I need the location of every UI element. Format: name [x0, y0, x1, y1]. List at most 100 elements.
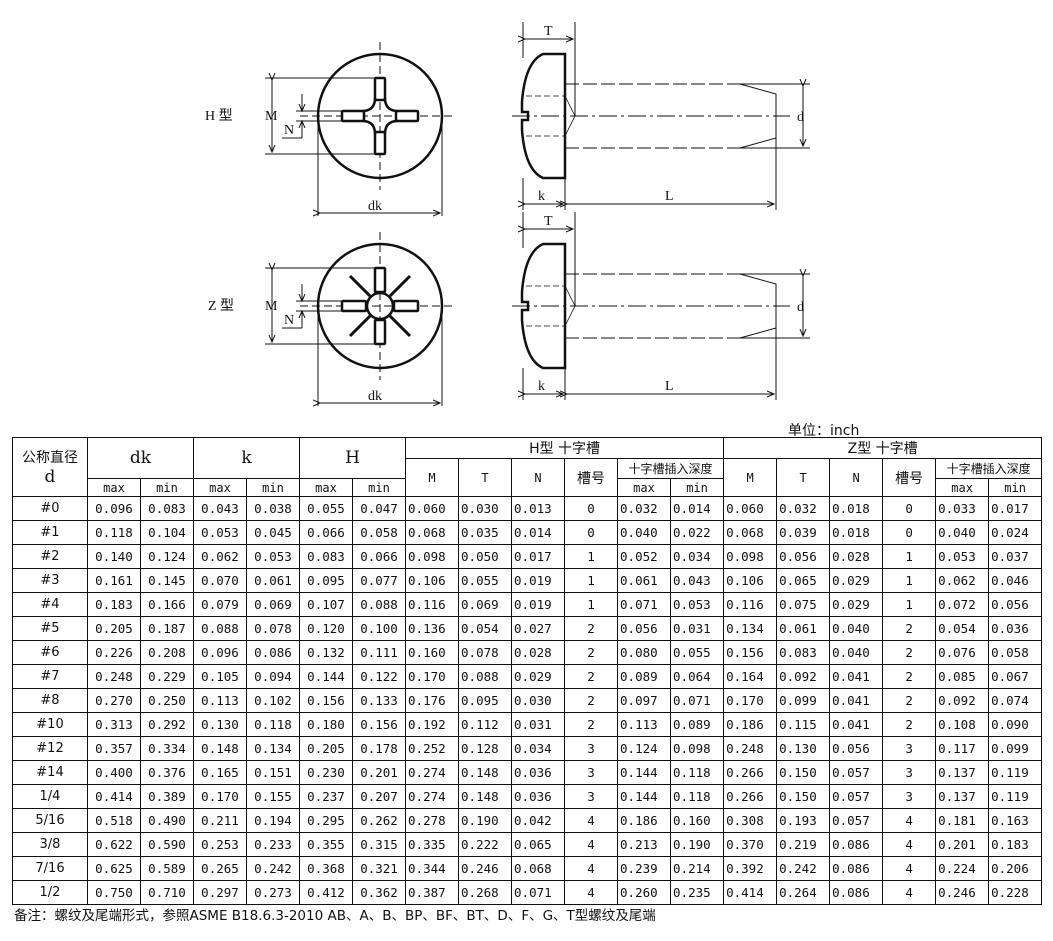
- table-cell: 0.062: [193, 544, 247, 569]
- table-cell: 0.086: [246, 640, 300, 665]
- header-h-depth: 十字槽插入深度: [617, 458, 725, 479]
- table-cell: 0.148: [193, 736, 247, 761]
- table-cell: 0.069: [246, 592, 300, 617]
- table-cell: 0.086: [829, 832, 884, 857]
- table-cell: 0.292: [140, 712, 194, 737]
- table-cell: 3: [564, 784, 619, 809]
- table-cell: 0.214: [670, 856, 725, 881]
- table-cell: 0.096: [87, 496, 141, 521]
- table-cell: 0.052: [617, 544, 672, 569]
- table-cell: 0.018: [829, 520, 884, 545]
- table-cell: 0.034: [670, 544, 725, 569]
- table-cell: 0.053: [246, 544, 300, 569]
- side-view-h: T d k L: [512, 22, 810, 210]
- table-cell: 0.098: [723, 544, 778, 569]
- table-cell: 0.074: [988, 688, 1043, 713]
- table-cell: 0.187: [140, 616, 194, 641]
- table-cell: 1: [882, 544, 937, 569]
- table-cell: 0.625: [87, 856, 141, 881]
- technical-drawings: M N H 型 dk: [0, 0, 1053, 420]
- table-cell: 0.148: [458, 784, 513, 809]
- table-cell: 0.088: [351, 592, 407, 617]
- table-cell: 0.120: [299, 616, 353, 641]
- header-z-type-group: Z型 十字槽: [723, 437, 1043, 459]
- table-cell: 0.490: [140, 808, 194, 833]
- table-cell: 0.308: [723, 808, 778, 833]
- header-h-N: N: [511, 458, 566, 497]
- table-cell: 3: [564, 760, 619, 785]
- header-h-M: M: [405, 458, 460, 497]
- table-cell: 0.098: [405, 544, 460, 569]
- cell-nominal-size: #14: [12, 760, 88, 785]
- table-cell: 0.019: [511, 568, 566, 593]
- table-cell: 0.071: [511, 880, 566, 905]
- header-k-max: max: [193, 478, 247, 497]
- table-cell: 2: [564, 712, 619, 737]
- svg-text:N: N: [284, 313, 294, 328]
- header-h-type-group: H型 十字槽: [405, 437, 725, 459]
- svg-text:M: M: [265, 299, 278, 314]
- table-cell: 0.250: [140, 688, 194, 713]
- header-nominal-line2: d: [44, 467, 56, 487]
- table-cell: 0.186: [723, 712, 778, 737]
- header-h-depth-min: min: [670, 478, 725, 497]
- svg-text:dk: dk: [368, 199, 382, 214]
- table-cell: 0.273: [246, 880, 300, 905]
- table-cell: 0.065: [511, 832, 566, 857]
- table-cell: 0.118: [670, 760, 725, 785]
- cell-nominal-size: 1/4: [12, 784, 88, 809]
- table-cell: 0.242: [776, 856, 831, 881]
- screw-drawings-svg: M N H 型 dk: [205, 22, 810, 420]
- header-H: H: [298, 437, 407, 479]
- header-nominal-line1: 公称直径: [22, 450, 78, 466]
- table-cell: 0.041: [829, 712, 884, 737]
- table-cell: 0.092: [935, 688, 990, 713]
- table-cell: 0.046: [988, 568, 1043, 593]
- table-cell: 0.040: [617, 520, 672, 545]
- table-cell: 0.118: [246, 712, 300, 737]
- table-cell: 0.018: [829, 496, 884, 521]
- table-cell: 3: [882, 784, 937, 809]
- svg-text:H 型: H 型: [205, 108, 233, 124]
- table-cell: 0.038: [246, 496, 300, 521]
- table-cell: 0.246: [935, 880, 990, 905]
- table-cell: 0.104: [140, 520, 194, 545]
- footnote: 备注：螺纹及尾端形式，参照ASME B18.6.3-2010 AB、A、B、BP…: [14, 908, 656, 924]
- table-cell: 1: [882, 568, 937, 593]
- table-cell: 2: [882, 616, 937, 641]
- header-k: k: [193, 437, 300, 479]
- table-cell: 0.194: [246, 808, 300, 833]
- table-cell: 0.710: [140, 880, 194, 905]
- table-cell: 0.278: [405, 808, 460, 833]
- svg-text:d: d: [797, 110, 804, 125]
- table-cell: 0.094: [246, 664, 300, 689]
- table-cell: 0.013: [511, 496, 566, 521]
- table-cell: 0.056: [617, 616, 672, 641]
- table-cell: 0.119: [988, 784, 1043, 809]
- table-cell: 0.295: [299, 808, 353, 833]
- table-cell: 0.047: [351, 496, 407, 521]
- table-cell: 0.065: [776, 568, 831, 593]
- svg-text:N: N: [284, 123, 294, 138]
- table-cell: 0.155: [246, 784, 300, 809]
- table-cell: 0.062: [935, 568, 990, 593]
- table-cell: 0.192: [405, 712, 460, 737]
- table-cell: 2: [564, 616, 619, 641]
- table-cell: 0.086: [829, 880, 884, 905]
- table-cell: 0.055: [458, 568, 513, 593]
- table-cell: 0.118: [670, 784, 725, 809]
- table-cell: 3: [882, 760, 937, 785]
- table-cell: 0.068: [405, 520, 460, 545]
- cell-nominal-size: #4: [12, 592, 88, 617]
- svg-text:T: T: [544, 214, 553, 229]
- table-cell: 0.222: [458, 832, 513, 857]
- table-cell: 0.368: [299, 856, 353, 881]
- table-cell: 0.061: [776, 616, 831, 641]
- table-cell: 0.078: [458, 640, 513, 665]
- table-cell: 0.029: [511, 664, 566, 689]
- table-cell: 0.019: [511, 592, 566, 617]
- table-cell: 0.113: [617, 712, 672, 737]
- table-cell: 0.033: [935, 496, 990, 521]
- table-cell: 0.066: [351, 544, 407, 569]
